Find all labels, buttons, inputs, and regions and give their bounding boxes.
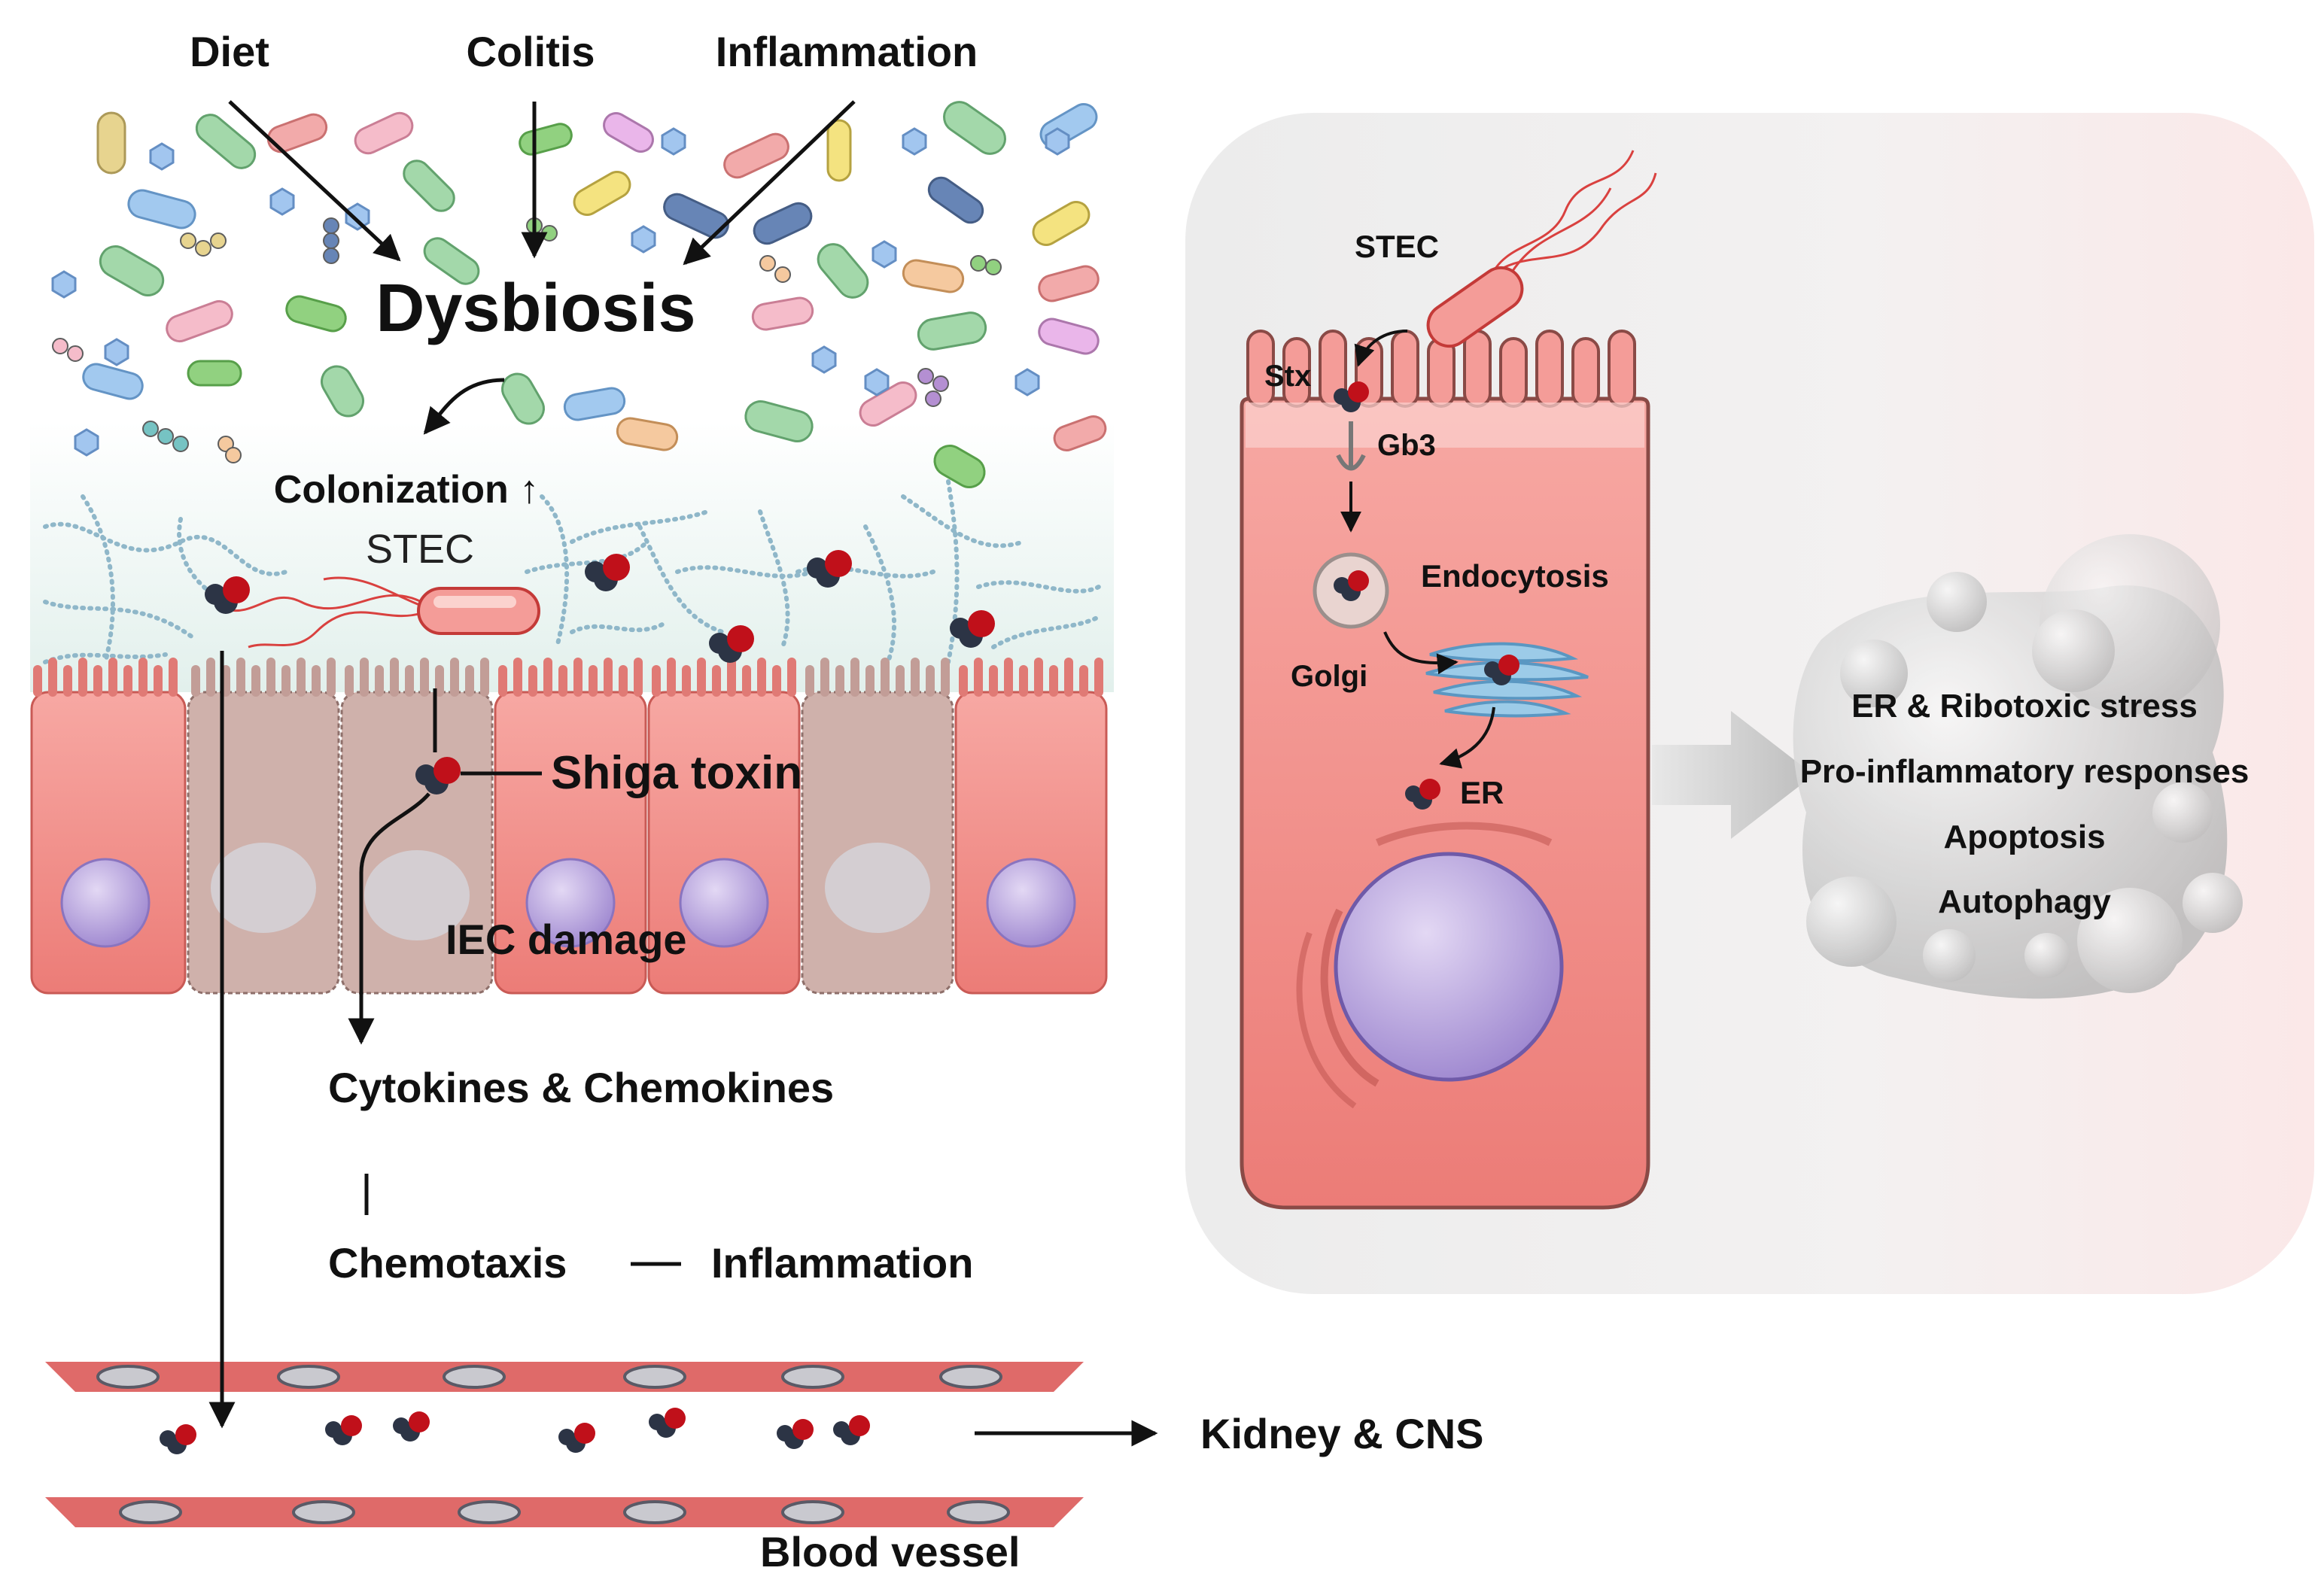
damaged-epithelial-cell [187,658,340,995]
outcome-pro-inflammatory: Pro-inflammatory responses [1800,753,2249,790]
arrow-golgi-to-er [1439,706,1495,769]
inflammation-label-bottom: Inflammation [711,1239,973,1287]
epithelial-cell [494,658,647,995]
outcome-arrow-icon [1652,711,1814,839]
arrow-endosome-to-golgi [1383,631,1459,675]
inset-panel: STEC Stx Gb3 Endocytosis Golgi ER ER & R… [1185,113,2314,1294]
epithelial-cell [30,658,187,995]
intoxicated-epithelial-cell [1240,330,1650,1210]
arrow-dysbiosis-to-colonization [423,378,505,435]
epithelial-cell [647,658,801,995]
cause-colitis: Colitis [466,28,595,75]
outcome-autophagy: Autophagy [1938,883,2111,920]
iec-damage-label: IEC damage [446,916,687,963]
blood-vessel-label: Blood vessel [760,1528,1020,1575]
inset-stx-label: Stx [1264,360,1311,393]
cause-diet: Diet [190,28,269,75]
cause-inflammation: Inflammation [716,28,978,75]
chemotaxis-label: Chemotaxis [328,1239,567,1287]
colonization-label: Colonization ↑ [274,468,539,512]
gb3-receptor-icon [1336,421,1366,471]
shiga-toxin-molecules [205,550,995,794]
arrow-diet-to-dysbiosis [228,100,401,262]
inset-gb3-label: Gb3 [1377,429,1436,462]
outcome-er-stress: ER & Ribotoxic stress [1851,688,2198,725]
stress-bubble-cluster [1793,534,2243,999]
microbiota-cloud [51,101,1107,488]
stec-bacterium-icon [225,576,540,649]
inset-stec-label: STEC [1355,229,1439,264]
golgi-icon [1425,642,1589,718]
inset-endocytosis-label: Endocytosis [1421,558,1609,594]
stec-label-left: STEC [366,527,474,572]
outcome-apoptosis: Apoptosis [1943,819,2105,855]
shiga-toxin-label: Shiga toxin [551,747,802,799]
damaged-epithelial-cell [801,658,954,995]
blood-vessel [45,1362,1084,1527]
nucleus-icon [1334,852,1564,1082]
inset-er-label: ER [1460,775,1504,810]
arrow-stec-to-stx [1354,330,1408,367]
arrow-toxin-to-cytokines [348,792,430,1045]
inset-golgi-label: Golgi [1291,660,1367,693]
inset-stec-bacterium-icon [1426,150,1657,348]
epithelial-cell [954,658,1108,995]
kidney-cns-label: Kidney & CNS [1200,1410,1484,1457]
cytokines-label: Cytokines & Chemokines [328,1064,834,1111]
dysbiosis-label: Dysbiosis [376,271,695,346]
pathway-arrows [208,100,1158,1447]
arrow-inflammation-to-dysbiosis [683,100,856,266]
left-panel: Diet Colitis Inflammation Dysbiosis Colo… [30,28,1484,1575]
mucus-layer [30,421,1114,692]
